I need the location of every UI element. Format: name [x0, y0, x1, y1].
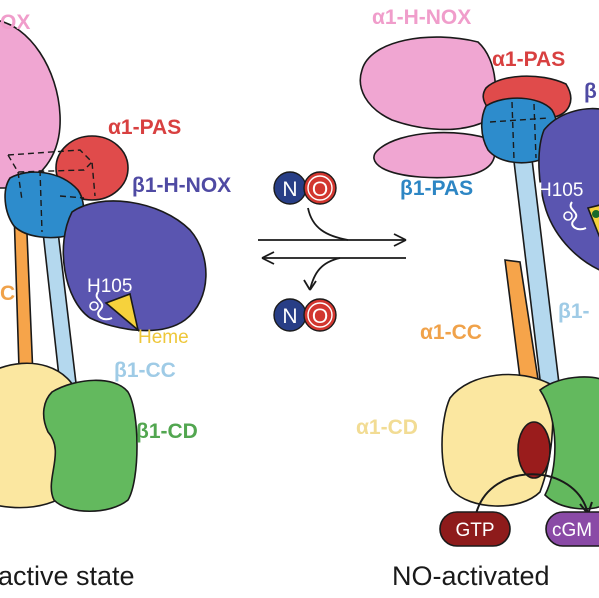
- right-cgmp-label: cGM: [552, 520, 592, 541]
- right-conversion-arrow: [475, 473, 589, 515]
- left-beta1-cd-label: β1-CD: [136, 420, 198, 443]
- left-h105-label: H105: [87, 276, 132, 297]
- right-beta1-cc-label: β1-: [558, 300, 590, 323]
- left-alpha1-hnox-domain: [0, 20, 61, 189]
- right-alpha1-hnox-upper-lobe: [359, 36, 497, 131]
- inactive-state-structure: [0, 20, 207, 513]
- right-alpha1-cd-label: α1-CD: [356, 416, 418, 439]
- right-alpha1-hnox-lower-lobe: [373, 131, 496, 179]
- left-beta1-hnox-domain: [62, 200, 207, 332]
- reverse-curve: [309, 257, 341, 291]
- reverse-curve-head: [303, 279, 317, 291]
- right-alpha1-pas-label: α1-PAS: [492, 48, 565, 71]
- no-binding-equilibrium: N O N O: [258, 171, 407, 332]
- no-oxygen-ring-top: [307, 175, 333, 201]
- left-alpha1-hnox-label: OX: [0, 11, 30, 34]
- right-beta-top-label: β: [584, 80, 597, 103]
- left-beta1-cc-label: β1-CC: [114, 359, 176, 382]
- reverse-arrow-head: [261, 251, 275, 265]
- right-beta1-pas-label: β1-PAS: [400, 177, 473, 200]
- right-h105-ring: [563, 211, 573, 221]
- left-alpha1-pas-label: α1-PAS: [108, 116, 181, 139]
- left-pas-dashed-outline: [7, 149, 96, 233]
- right-state-caption: NO-activated: [392, 561, 550, 591]
- right-beta1-cd-domain: [538, 376, 599, 510]
- forward-curve: [307, 207, 349, 241]
- activated-state-structure: [359, 36, 599, 547]
- left-heme-group: [104, 292, 140, 333]
- forward-arrow-head: [393, 233, 407, 247]
- right-pas-dashed-outline: [489, 101, 549, 161]
- right-gtp-label: GTP: [455, 520, 494, 541]
- no-n-label-bottom: N: [282, 305, 297, 328]
- right-no-bound-marker: [592, 210, 599, 218]
- no-o-label-bottom: O: [312, 305, 328, 328]
- left-state-caption: active state: [0, 561, 135, 591]
- left-h105-ring: [89, 301, 99, 311]
- left-beta1-cd-domain: [42, 379, 138, 513]
- no-o-label-top: O: [312, 178, 328, 201]
- left-h105-residue: [95, 291, 113, 321]
- no-n-label-top: N: [282, 178, 297, 201]
- right-cgmp-pill: [545, 511, 599, 547]
- left-alpha1-cc-label: C: [0, 282, 15, 305]
- right-h105-residue: [569, 201, 587, 231]
- left-heme-label: Heme: [138, 327, 189, 348]
- no-oxygen-ring-bottom: [307, 302, 333, 328]
- right-alpha1-hnox-label: α1-H-NOX: [372, 6, 471, 29]
- right-catalytic-site: [517, 421, 551, 479]
- right-gtp-pill: [439, 511, 511, 547]
- right-h105-label: H105: [538, 180, 583, 201]
- left-beta1-hnox-label: β1-H-NOX: [132, 174, 231, 197]
- right-alpha1-cc-label: α1-CC: [420, 321, 482, 344]
